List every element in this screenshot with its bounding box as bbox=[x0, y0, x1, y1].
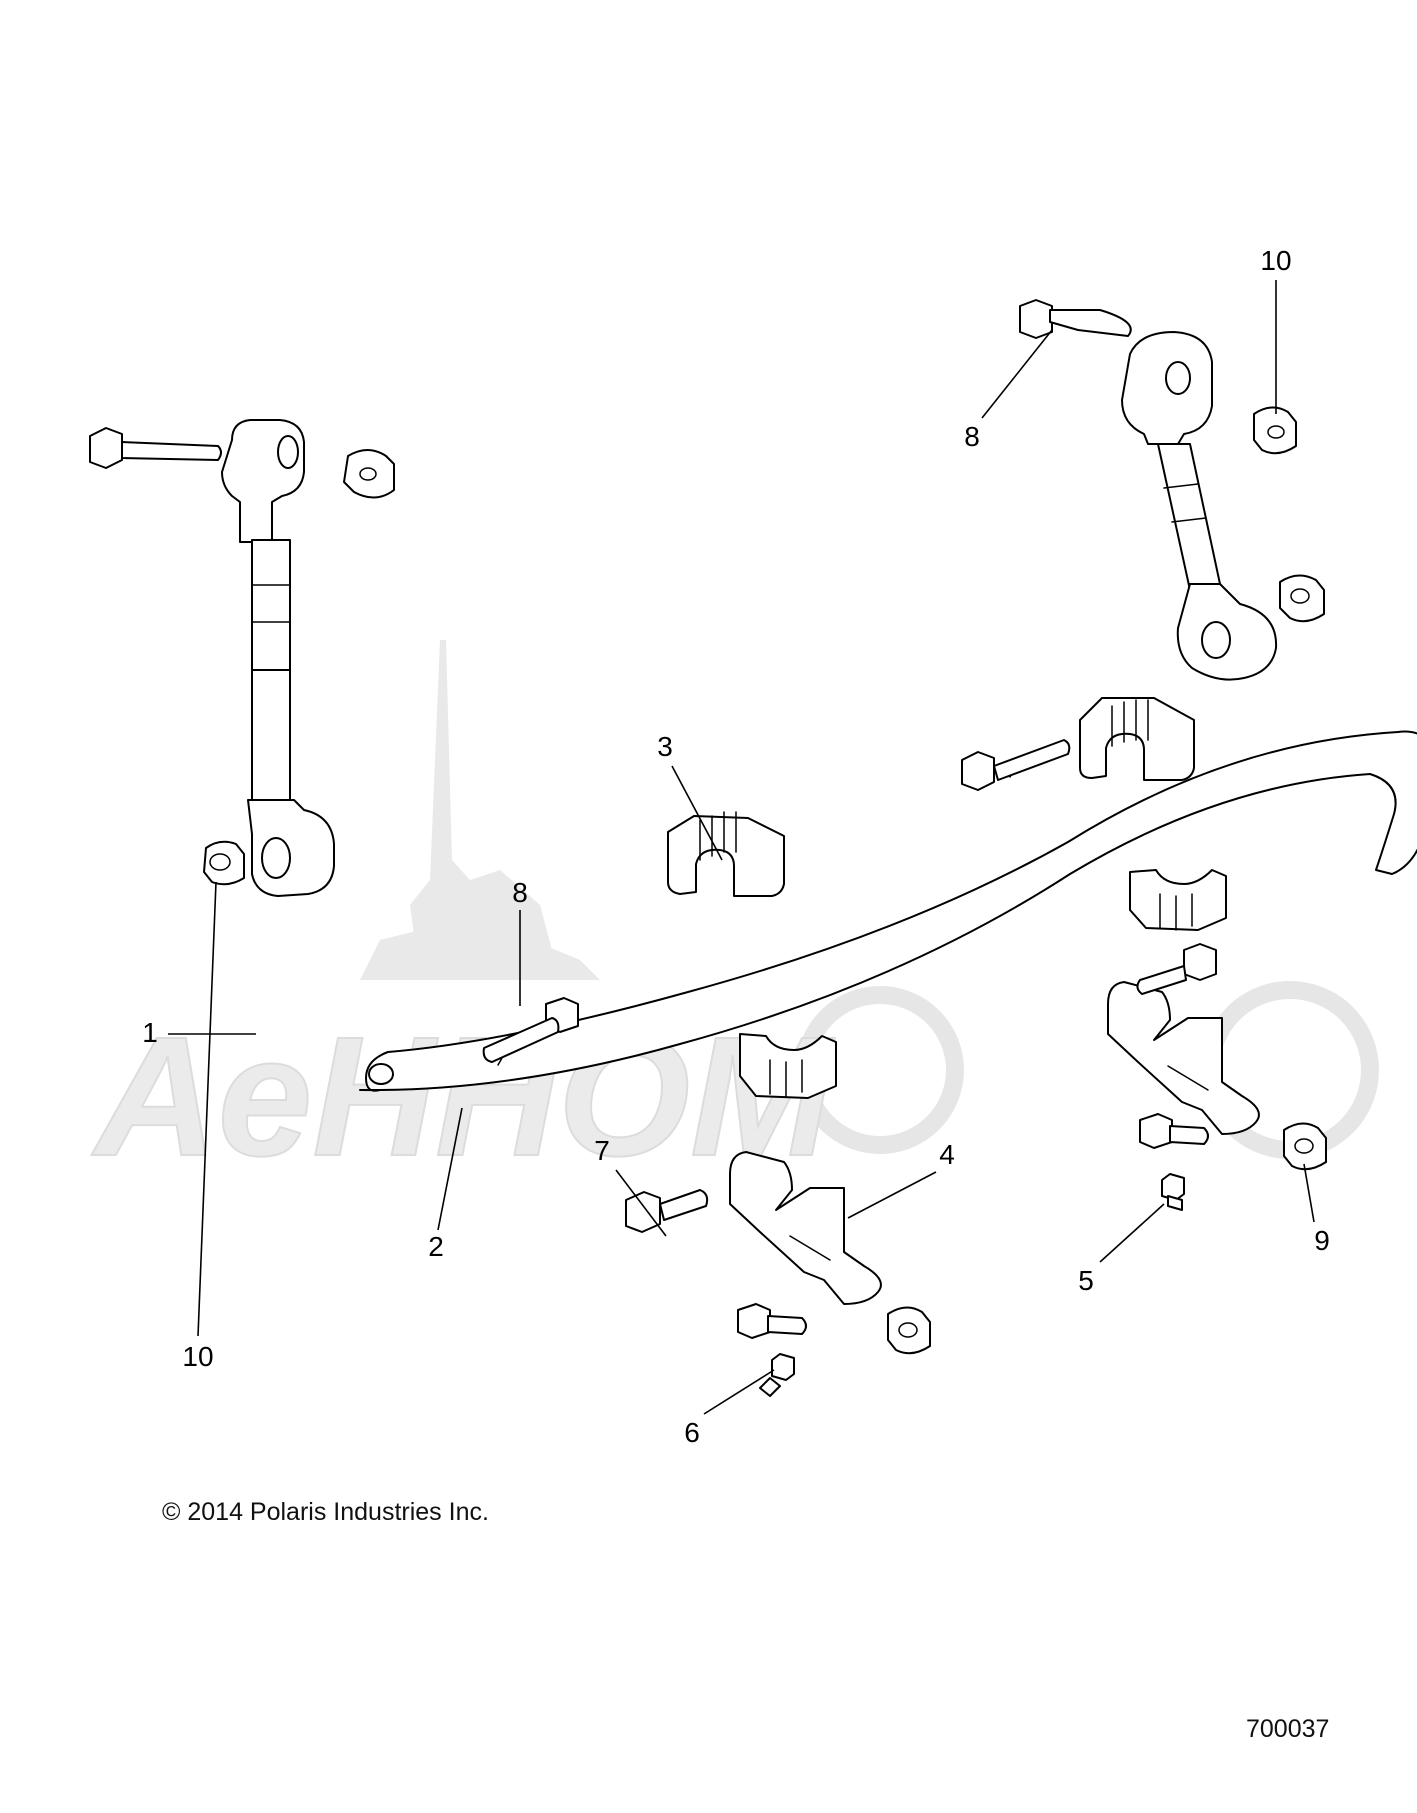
stabilizer-link-left bbox=[221, 419, 335, 897]
nut-left-top bbox=[343, 449, 395, 499]
leader-6 bbox=[703, 1369, 775, 1415]
bracket-left bbox=[729, 1151, 882, 1305]
grease-fitting-6 bbox=[759, 1353, 795, 1397]
callout-3: 3 bbox=[657, 731, 673, 762]
bolt-left-top bbox=[89, 427, 222, 469]
leader-3 bbox=[671, 765, 723, 861]
bolt-bar-right bbox=[961, 739, 1071, 791]
bolt-bracket-right-bottom bbox=[1139, 1113, 1209, 1149]
leader-4 bbox=[847, 1171, 937, 1219]
nut-left-bottom bbox=[203, 840, 245, 886]
grease-fitting-5 bbox=[1161, 1173, 1185, 1211]
nut-bracket-left bbox=[887, 1306, 931, 1355]
callouts: 1 2 3 4 5 6 7 8 8 9 10 10 bbox=[142, 245, 1330, 1448]
bushing-upper-left bbox=[667, 811, 785, 897]
watermark-building bbox=[360, 930, 600, 980]
callout-10-right: 10 bbox=[1260, 245, 1291, 276]
callout-4: 4 bbox=[939, 1139, 955, 1170]
watermark-spire bbox=[410, 640, 560, 980]
bolt-8-right bbox=[1019, 299, 1132, 339]
bushing-lower-left bbox=[739, 1033, 837, 1099]
figure-number: 700037 bbox=[1246, 1715, 1330, 1743]
leader-5 bbox=[1099, 1203, 1165, 1263]
callout-7: 7 bbox=[594, 1135, 610, 1166]
stabilizer-link-right bbox=[1121, 331, 1278, 681]
leader-10-left bbox=[197, 881, 217, 1337]
callout-10-left: 10 bbox=[182, 1341, 213, 1372]
leader-2 bbox=[437, 1107, 463, 1231]
bolt-bracket-left-bottom bbox=[737, 1303, 807, 1339]
callout-6: 6 bbox=[684, 1417, 700, 1448]
bolt-8-left bbox=[482, 997, 579, 1063]
bolt-bracket-right-top bbox=[1136, 943, 1217, 995]
callout-2: 2 bbox=[428, 1231, 444, 1262]
copyright-notice: © 2014 Polaris Industries Inc. bbox=[162, 1498, 489, 1526]
leader-9 bbox=[1303, 1163, 1315, 1223]
bolt-7 bbox=[625, 1189, 709, 1233]
callout-5: 5 bbox=[1078, 1265, 1094, 1296]
callout-8-right: 8 bbox=[964, 421, 980, 452]
nut-right-top bbox=[1253, 406, 1297, 455]
callout-8-left: 8 bbox=[512, 877, 528, 908]
bushing-lower-right bbox=[1129, 869, 1227, 931]
bushing-upper-right bbox=[1079, 697, 1195, 781]
leader-7 bbox=[615, 1169, 667, 1237]
bracket-right bbox=[1107, 981, 1260, 1135]
callout-9: 9 bbox=[1314, 1225, 1330, 1256]
nut-right-mid bbox=[1279, 574, 1325, 623]
leader-8-right bbox=[981, 329, 1053, 419]
nut-9 bbox=[1283, 1122, 1327, 1171]
callout-1: 1 bbox=[142, 1017, 158, 1048]
